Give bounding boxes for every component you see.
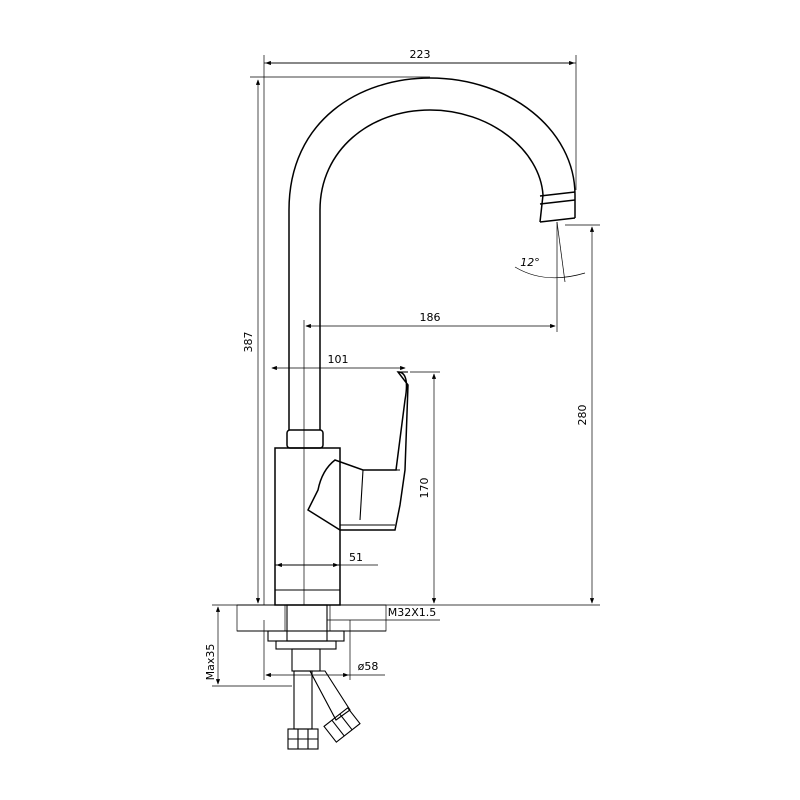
dim-diameter-58: ø58 bbox=[358, 660, 379, 673]
dim-280: 280 bbox=[576, 405, 589, 426]
dim-thread: M32X1.5 bbox=[388, 606, 437, 619]
dim-101: 101 bbox=[328, 353, 349, 366]
shank bbox=[286, 604, 328, 642]
dimension-lines bbox=[212, 55, 600, 687]
countertop-right bbox=[329, 604, 387, 632]
spout-aerator bbox=[539, 191, 576, 223]
dim-51: 51 bbox=[349, 551, 363, 564]
spout-inner bbox=[319, 109, 544, 430]
dim-223: 223 bbox=[410, 48, 431, 61]
countertop-left bbox=[236, 604, 286, 632]
dim-max35: Max35 bbox=[204, 644, 217, 681]
dim-12-deg: 12° bbox=[520, 256, 540, 269]
supply-hoses bbox=[287, 670, 361, 750]
dim-186: 186 bbox=[420, 311, 441, 324]
dimension-labels: 223 387 186 12° 101 280 170 51 M32X1.5 M… bbox=[204, 48, 589, 680]
faucet-outline bbox=[274, 77, 576, 606]
handle-lever bbox=[307, 371, 409, 531]
mounting-nut bbox=[267, 630, 345, 642]
dim-387: 387 bbox=[242, 332, 255, 353]
spout-outer bbox=[288, 77, 576, 430]
dim-170: 170 bbox=[418, 478, 431, 499]
hose-straight bbox=[293, 670, 313, 730]
collar bbox=[286, 429, 324, 449]
hose-angled bbox=[309, 670, 351, 721]
body bbox=[274, 447, 341, 606]
mounting-washer bbox=[275, 640, 337, 650]
hose-nut-right bbox=[323, 707, 361, 743]
